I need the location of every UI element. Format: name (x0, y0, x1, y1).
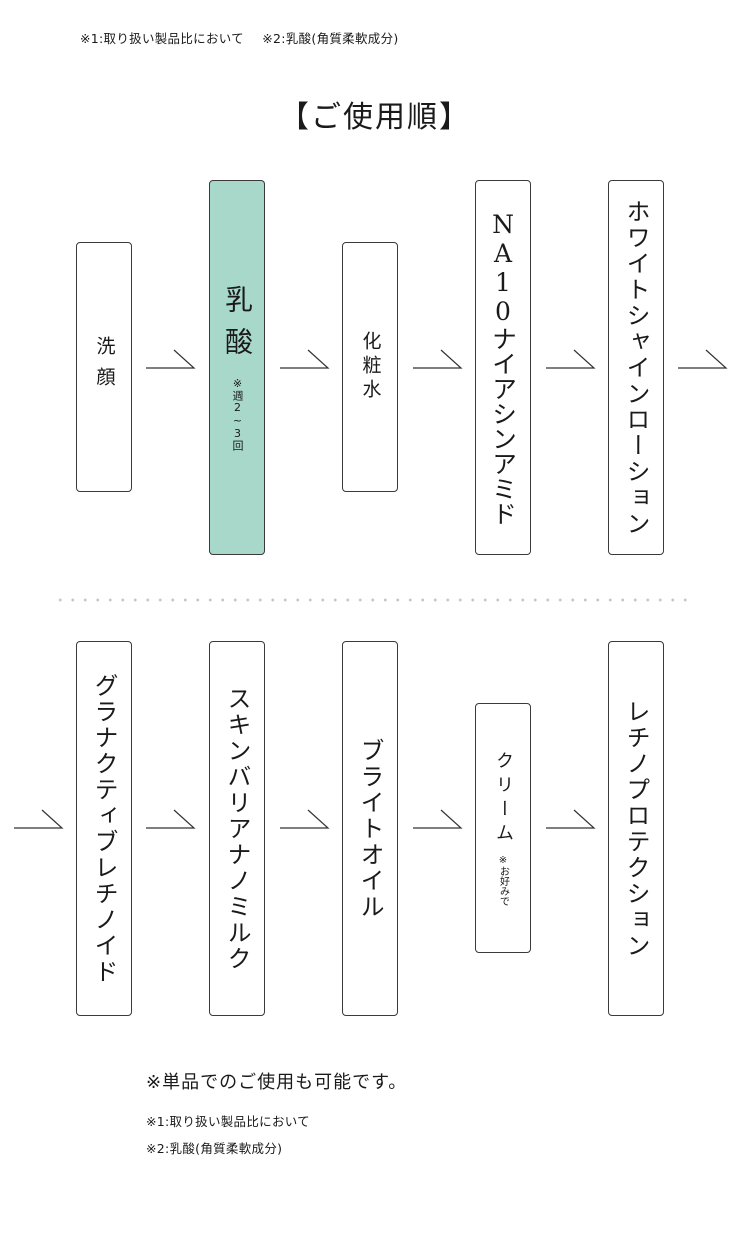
step-na10-niacinamide: NA10ナイアシンアミド (475, 180, 531, 555)
footnote-1: ※1:取り扱い製品比において (80, 31, 244, 46)
arrow-right-icon (546, 809, 596, 829)
step-label: グラナクティブレチノイド (90, 672, 118, 985)
step-label: 乳酸 (221, 284, 254, 369)
step-label: スキンバリアナノミルク (223, 685, 251, 972)
footnote-2: ※2:乳酸(角質柔軟成分) (262, 31, 399, 46)
arrow-right-icon (546, 349, 596, 369)
page-title: 【ご使用順】 (279, 100, 471, 135)
step-label: ホワイトシャインローション (622, 198, 650, 537)
step-label: ブライトオイル (356, 737, 384, 920)
arrow-right-icon (678, 349, 728, 369)
step-label: NA10ナイアシンアミド (488, 209, 518, 526)
step-label: レチノプロテクション (622, 698, 650, 959)
step-cream: クリーム ※お好みで (475, 703, 531, 953)
arrow-right-icon (413, 809, 463, 829)
step-sub-label: ※お好みで (497, 854, 509, 906)
top-footnotes: ※1:取り扱い製品比において ※2:乳酸(角質柔軟成分) (80, 28, 413, 47)
arrow-right-icon (14, 809, 64, 829)
footer-footnote-2: ※2:乳酸(角質柔軟成分) (146, 1141, 283, 1156)
step-granactive-retinoid: グラナクティブレチノイド (76, 641, 132, 1016)
step-cleanse: 洗顔 (76, 242, 132, 492)
footer-footnote-1: ※1:取り扱い製品比において (146, 1114, 310, 1129)
row-divider (54, 598, 694, 602)
step-skin-barrier-nano-milk: スキンバリアナノミルク (209, 641, 265, 1016)
step-bright-oil: ブライトオイル (342, 641, 398, 1016)
step-retino-protection: レチノプロテクション (608, 641, 664, 1016)
arrow-right-icon (280, 349, 330, 369)
arrow-right-icon (280, 809, 330, 829)
step-label: 洗顔 (93, 336, 116, 398)
step-label: クリーム (493, 750, 514, 847)
step-lactic-acid: 乳酸 ※週2~3回 (209, 180, 265, 555)
step-sub-label: ※週2~3回 (231, 376, 244, 451)
single-use-note: ※単品でのご使用も可能です。 (146, 1072, 408, 1093)
step-label: 化粧水 (359, 331, 382, 403)
step-white-shine-lotion: ホワイトシャインローション (608, 180, 664, 555)
arrow-right-icon (413, 349, 463, 369)
arrow-right-icon (146, 349, 196, 369)
step-lotion: 化粧水 (342, 242, 398, 492)
arrow-right-icon (146, 809, 196, 829)
